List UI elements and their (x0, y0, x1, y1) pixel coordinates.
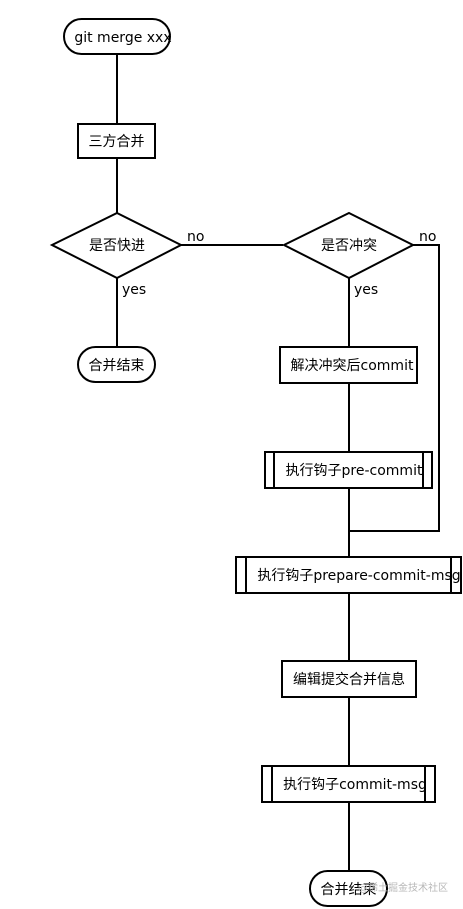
three-way-merge-label: 三方合并 (89, 134, 145, 150)
resolve-commit-process: 解决冲突后commit (279, 346, 418, 384)
start-terminal-label: git merge xxx (74, 30, 171, 46)
fast-forward-decision: 是否快进 (49, 211, 184, 280)
conflict-no-label: no (419, 229, 436, 245)
edit-merge-message-label: 编辑提交合并信息 (293, 671, 405, 688)
watermark-text: @稀土掘金技术社区 (358, 881, 448, 894)
conflict-decision: 是否冲突 (281, 211, 416, 280)
ff-no-label: no (187, 229, 204, 245)
merge-end-bottom-label: 合并结束 (321, 882, 377, 898)
ff-yes-label: yes (122, 282, 146, 298)
three-way-merge-process: 三方合并 (77, 123, 156, 159)
conflict-yes-label: yes (354, 282, 378, 298)
commit-msg-hook-label: 执行钩子commit-msg (283, 777, 427, 793)
commit-msg-hook-subprocess: 执行钩子commit-msg (261, 765, 436, 803)
fast-forward-decision-label: 是否快进 (89, 238, 145, 254)
merge-end-left-terminal: 合并结束 (77, 346, 156, 383)
resolve-commit-label: 解决冲突后commit (291, 358, 414, 374)
prepare-commit-msg-hook-subprocess: 执行钩子prepare-commit-msg (235, 556, 462, 594)
prepare-commit-msg-hook-label: 执行钩子prepare-commit-msg (257, 568, 460, 584)
edit-merge-message-process: 编辑提交合并信息 (281, 660, 417, 698)
edge-conflict-no-bypass (349, 244, 440, 532)
pre-commit-hook-subprocess: 执行钩子pre-commit (264, 451, 433, 489)
pre-commit-hook-label: 执行钩子pre-commit (286, 463, 423, 479)
start-terminal: git merge xxx (63, 18, 172, 55)
merge-end-bottom-terminal: 合并结束 (309, 870, 388, 907)
merge-end-left-label: 合并结束 (89, 358, 145, 374)
conflict-decision-label: 是否冲突 (321, 238, 377, 254)
